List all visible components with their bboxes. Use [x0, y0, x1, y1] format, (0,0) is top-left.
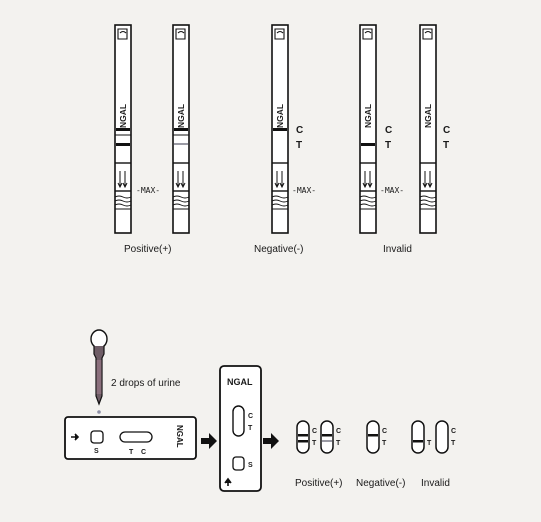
control-label: C	[382, 428, 387, 435]
result-invalid-caption: Invalid	[421, 478, 450, 489]
result-positive-caption: Positive(+)	[295, 478, 343, 489]
control-line	[174, 128, 188, 131]
handle-icon	[117, 28, 128, 40]
result-positive-caption: Positive(+)	[124, 244, 172, 255]
test-label: T	[129, 449, 134, 456]
control-line	[273, 128, 287, 131]
test-label: T	[427, 440, 432, 447]
arrow-right-icon	[201, 433, 217, 449]
arrow-down-icon	[274, 171, 285, 189]
test-label: T	[443, 140, 449, 151]
control-label: C	[141, 449, 146, 456]
test-label: T	[248, 425, 253, 432]
sample-well	[232, 456, 245, 471]
control-label: C	[443, 125, 450, 136]
wave-icon	[114, 195, 132, 207]
control-label: C	[451, 428, 456, 435]
mini-negative	[366, 420, 380, 454]
cassette-vertical: NGAL C T S	[219, 365, 262, 492]
max-label: -MAX-	[380, 186, 404, 195]
instruction-text: 2 drops of urine	[111, 378, 181, 389]
max-label: -MAX-	[136, 186, 160, 195]
wave-icon	[419, 195, 437, 207]
mini-invalid-2	[435, 420, 449, 454]
arrow-up-icon	[224, 477, 232, 486]
mini-invalid-1	[411, 420, 425, 454]
arrow-right-icon	[71, 433, 80, 441]
sample-label: S	[94, 448, 99, 455]
max-label: -MAX-	[292, 186, 316, 195]
strip-section: NGAL NGAL -MAX-	[114, 24, 450, 255]
strip-brand: NGAL	[423, 104, 433, 128]
test-line	[361, 143, 375, 146]
handle-icon	[175, 28, 186, 40]
control-label: C	[312, 428, 317, 435]
cassette-brand: NGAL	[175, 425, 184, 448]
test-line	[116, 143, 130, 146]
strip-brand: NGAL	[275, 104, 285, 128]
arrow-down-icon	[175, 171, 186, 189]
arrow-right-icon	[263, 433, 279, 449]
control-label: C	[385, 125, 392, 136]
arrow-down-icon	[117, 171, 128, 189]
strip-positive-1: NGAL	[114, 24, 132, 234]
wave-icon	[359, 195, 377, 207]
strip-invalid-2: NGAL	[419, 24, 437, 234]
test-label: T	[336, 440, 341, 447]
control-label: C	[296, 125, 303, 136]
cassette-brand: NGAL	[227, 377, 253, 387]
sample-label: S	[248, 462, 253, 469]
handle-icon	[362, 28, 373, 40]
wave-icon	[271, 195, 289, 207]
result-window	[119, 431, 153, 443]
result-negative-caption: Negative(-)	[356, 478, 405, 489]
strip-brand: NGAL	[363, 104, 373, 128]
result-window	[232, 405, 245, 437]
dropper-icon	[90, 329, 108, 414]
cassette-horizontal: S C T NGAL	[64, 416, 197, 460]
strip-invalid-1: NGAL	[359, 24, 377, 234]
wave-icon	[172, 195, 190, 207]
strip-brand: NGAL	[176, 104, 186, 128]
mini-positive-1	[296, 420, 310, 454]
strip-brand: NGAL	[118, 104, 128, 128]
result-negative-caption: Negative(-)	[254, 244, 303, 255]
sample-well	[90, 430, 104, 444]
control-label: C	[248, 413, 253, 420]
control-label: C	[336, 428, 341, 435]
control-line	[116, 128, 130, 131]
test-label: T	[312, 440, 317, 447]
test-label: T	[382, 440, 387, 447]
mini-positive-2	[320, 420, 334, 454]
test-label: T	[451, 440, 456, 447]
test-line	[174, 143, 188, 145]
strip-negative: NGAL	[271, 24, 289, 234]
arrow-down-icon	[362, 171, 373, 189]
arrow-down-icon	[422, 171, 433, 189]
test-label: T	[296, 140, 302, 151]
test-label: T	[385, 140, 391, 151]
strip-positive-2: NGAL	[172, 24, 190, 234]
handle-icon	[274, 28, 285, 40]
handle-icon	[422, 28, 433, 40]
cassette-section: 2 drops of urine S C T NGAL NGAL C T S	[64, 329, 456, 492]
result-invalid-caption: Invalid	[383, 244, 412, 255]
